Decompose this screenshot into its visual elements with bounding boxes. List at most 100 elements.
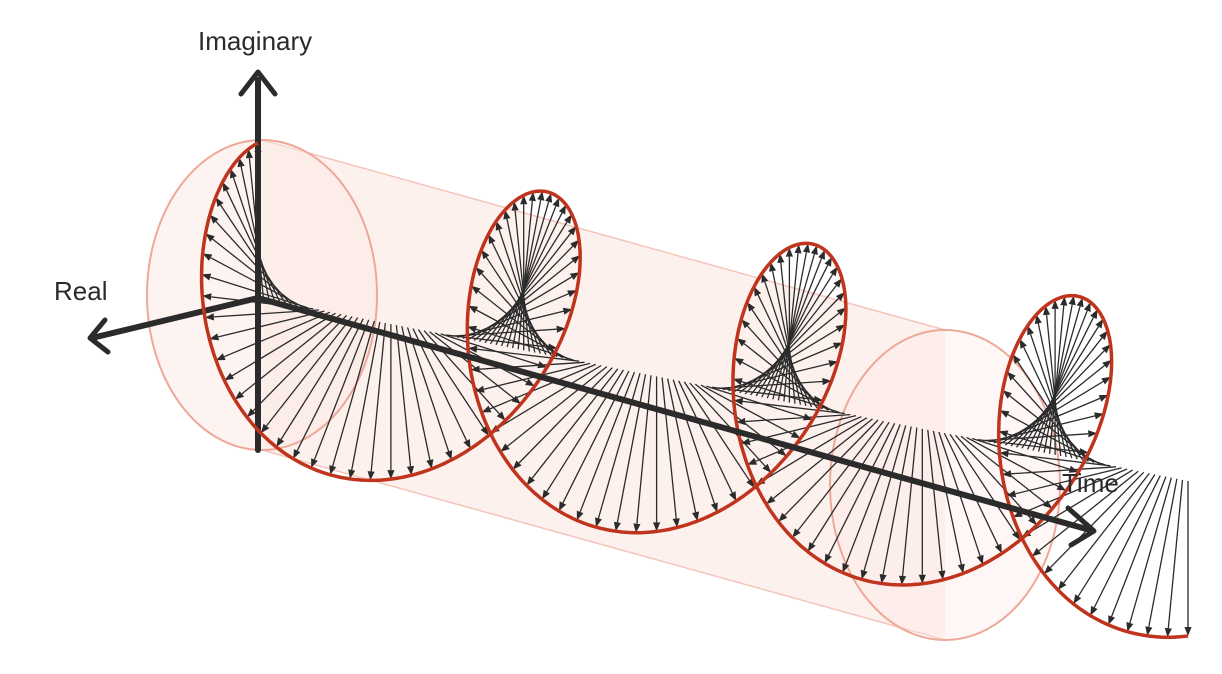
- phasor-arrow: [558, 370, 630, 511]
- phasor-arrow-shaft: [218, 310, 325, 338]
- phasor-arrow: [489, 214, 572, 345]
- phasor-arrow: [672, 379, 718, 513]
- phasor-arrow: [778, 419, 879, 522]
- phasor-arrow-shaft: [960, 435, 1046, 504]
- phasor-arrow-head: [254, 143, 262, 152]
- phasor-arrow-head: [824, 257, 832, 267]
- phasor-arrow: [807, 421, 890, 552]
- phasor-arrow: [423, 330, 506, 421]
- phasor-arrow: [966, 436, 1067, 491]
- phasor-arrow-head: [736, 417, 746, 426]
- phasor-arrow-head: [824, 553, 832, 564]
- phasor-arrow-shaft: [225, 189, 281, 303]
- phasor-arrow-shaft: [1023, 346, 1078, 460]
- phasor-arrow-head: [463, 439, 471, 449]
- phasor-arrow: [744, 292, 845, 395]
- phasor-arrow-head: [247, 408, 256, 418]
- phasor-arrow-shaft: [406, 327, 450, 452]
- phasor-arrow: [429, 331, 521, 404]
- phasor-arrow-shaft: [700, 384, 793, 435]
- phasor-arrow-shaft: [579, 371, 636, 513]
- phasor-arrow: [468, 345, 580, 362]
- phasor-arrow-head: [762, 463, 772, 473]
- phasor-arrow-head: [552, 197, 560, 208]
- phasor-arrow-head: [807, 542, 816, 552]
- phasor-arrow-shaft: [429, 331, 515, 399]
- phasor-arrow: [1164, 479, 1184, 638]
- phasor-arrow-shaft: [755, 273, 834, 397]
- helix-curve: [199, 141, 1189, 639]
- phasor-arrow: [1043, 305, 1062, 456]
- phasor-arrow-shaft: [518, 367, 613, 464]
- phasor-arrow: [999, 450, 1111, 467]
- phasor-arrow-head: [1126, 622, 1134, 632]
- phasor-arrow-head: [1108, 615, 1115, 625]
- phasor-arrow: [512, 367, 613, 470]
- phasor-arrow: [500, 366, 608, 452]
- phasor-arrow-shaft: [771, 270, 802, 405]
- phasor-arrow: [633, 375, 652, 533]
- phasor-arrow-shaft: [772, 253, 816, 400]
- phasor-arrow-shaft: [252, 314, 348, 412]
- phasor-arrow: [468, 305, 569, 360]
- phasor-arrow-shaft: [511, 199, 542, 349]
- phasor-arrow-head: [747, 457, 758, 465]
- phasor-arrow-head: [525, 378, 535, 387]
- phasor-arrow-shaft: [1167, 479, 1184, 629]
- phasor-arrow-head: [500, 443, 510, 452]
- phasor-arrow: [747, 416, 862, 465]
- phasor-arrow-head: [570, 255, 581, 264]
- phasor-arrow-shaft: [1028, 469, 1133, 534]
- phasor-arrow-head: [1099, 330, 1108, 340]
- phasor-arrow-head: [511, 395, 521, 404]
- phasor-arrow-head: [999, 450, 1009, 458]
- phasor-arrow-head: [209, 214, 219, 224]
- phasor-arrow-head: [202, 253, 213, 261]
- phasor-arrow: [526, 368, 619, 486]
- phasor-arrow-head: [1056, 483, 1067, 491]
- phasor-arrow-shaft: [531, 368, 619, 479]
- phasor-arrow: [1145, 478, 1178, 636]
- phasor-arrow-shaft: [932, 430, 962, 565]
- phasor-arrow-shaft: [741, 361, 835, 412]
- phasor-arrow-shaft: [683, 381, 750, 481]
- phasor-arrow-head: [1002, 470, 1012, 478]
- phasor-arrow: [1044, 471, 1145, 574]
- phasor-arrow-shaft: [966, 436, 1059, 487]
- phasor-arrow-head: [495, 221, 503, 231]
- phasor-arrow-head: [406, 465, 415, 476]
- phasor-arrow-head: [202, 293, 212, 301]
- phasor-arrow-shaft: [678, 380, 733, 494]
- phasor-arrow-head: [205, 233, 215, 242]
- phasor-arrow: [700, 384, 801, 439]
- phasor-arrow-shaft: [507, 366, 608, 447]
- phasor-arrow-shaft: [784, 419, 879, 516]
- phasor-arrow-shaft: [296, 318, 364, 451]
- phasor-arrow-head: [994, 543, 1002, 554]
- phasor-arrow: [406, 327, 453, 460]
- phasor-arrow-shaft: [223, 311, 331, 358]
- phasor-arrow: [470, 361, 585, 373]
- phasor-arrow-head: [833, 278, 842, 288]
- time-axis: [255, 295, 1093, 533]
- phasor-arrow-head: [1083, 302, 1091, 312]
- phasor-arrow-shaft: [484, 232, 572, 344]
- phasor-arrow: [1015, 330, 1108, 448]
- phasor-arrow-shaft: [210, 276, 308, 309]
- phasor-arrow-shaft: [1148, 478, 1178, 628]
- phasor-arrow-head: [785, 247, 793, 257]
- phasor-arrow-head: [957, 563, 965, 574]
- phasor-arrow: [960, 435, 1053, 509]
- phasor-arrow: [777, 243, 810, 401]
- phasor-arrow-shaft: [495, 212, 563, 346]
- phasor-arrow: [754, 286, 813, 408]
- phasor-arrow-shaft: [489, 363, 596, 410]
- phasor-arrow-head: [835, 292, 845, 302]
- phasor-arrow: [511, 191, 545, 349]
- phasor-arrow-head: [653, 522, 661, 532]
- phasor-arrow-head: [1060, 296, 1068, 306]
- phasor-arrow-head: [260, 423, 270, 434]
- phasor-arrow-head: [542, 489, 550, 500]
- phasor-arrow-head: [481, 249, 490, 260]
- phasor-arrow: [395, 325, 415, 476]
